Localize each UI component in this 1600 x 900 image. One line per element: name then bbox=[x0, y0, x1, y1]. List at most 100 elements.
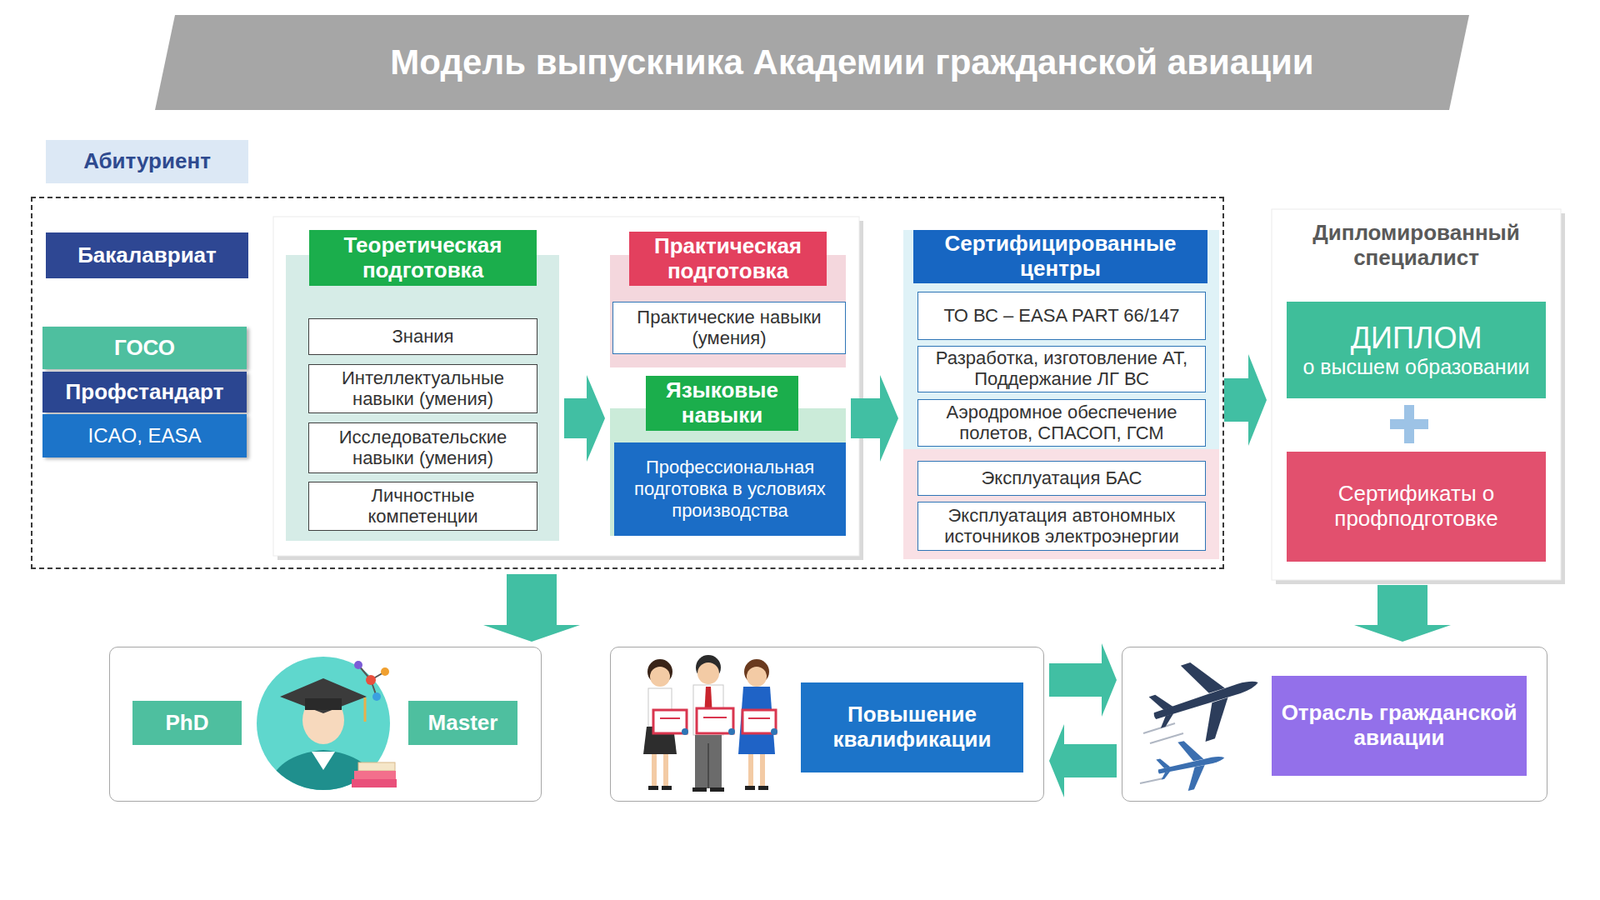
industry-panel: Отрасль гражданской авиации bbox=[1121, 646, 1548, 802]
heading-label: Абитуриент bbox=[45, 140, 249, 184]
box-label: Аэродромное обеспечение полетов, СПАСОП,… bbox=[923, 402, 1200, 444]
graduate-cap bbox=[280, 678, 367, 714]
center-box: Эксплуатация автономных источников элект… bbox=[917, 501, 1206, 551]
title-text: Модель выпускника Академии гражданской а… bbox=[155, 15, 1470, 110]
heading-label: Дипломированный специалист bbox=[1271, 218, 1561, 274]
graduate-cap-band bbox=[305, 698, 342, 710]
skill-box: Интеллектуальные навыки (умения) bbox=[308, 364, 538, 414]
airplane-tail bbox=[1149, 690, 1174, 713]
block-arrow bbox=[1049, 643, 1117, 717]
block-arrow bbox=[564, 375, 605, 462]
training-panel: Теоретическая подготовкаЗнанияИнтеллекту… bbox=[285, 255, 560, 541]
airplane-wing bbox=[1177, 737, 1204, 764]
box-label: Разработка, изготовление АТ, Поддержание… bbox=[923, 348, 1200, 390]
box-label: Профстандарт bbox=[65, 380, 225, 405]
person-trousers bbox=[695, 735, 722, 789]
box-label: Практические навыки (умения) bbox=[618, 307, 840, 349]
skill-box: Профессиональная подготовка в условиях п… bbox=[614, 442, 846, 536]
center-box: Эксплуатация БАС bbox=[917, 460, 1206, 496]
certificate-seal bbox=[681, 728, 689, 735]
heading-label: Теоретическая подготовка bbox=[309, 230, 537, 286]
heading-label: Master bbox=[408, 700, 518, 745]
box-label: Сертификаты о профподготовке bbox=[1291, 481, 1541, 532]
person-dress bbox=[738, 686, 775, 755]
heading-label: Языковые навыки bbox=[645, 375, 799, 431]
diploma-panel-ground bbox=[1271, 209, 1561, 580]
box-label: ГОСО bbox=[114, 335, 175, 361]
box-label: Эксплуатация БАС bbox=[981, 468, 1143, 490]
degree-panel: PhD Master bbox=[109, 646, 542, 802]
training-panel bbox=[273, 216, 860, 556]
speed-line bbox=[1150, 733, 1184, 744]
airplanes-illustration bbox=[1140, 644, 1271, 796]
title-band bbox=[155, 15, 1470, 110]
heading-label: PhD bbox=[132, 700, 242, 745]
heading-label: Практическая подготовка bbox=[629, 231, 827, 286]
training-panel: Повышение квалификации bbox=[610, 646, 1045, 802]
box-label: Профессиональная подготовка в условиях п… bbox=[619, 456, 841, 522]
speed-line bbox=[1143, 723, 1175, 734]
certificate-line bbox=[748, 717, 770, 720]
center-box: ТО ВС – EASA PART 66/147 bbox=[917, 291, 1206, 340]
certificate-box: Сертификаты о профподготовке bbox=[1286, 451, 1546, 562]
book bbox=[354, 770, 396, 780]
certificate-line bbox=[703, 716, 727, 719]
graduate-face bbox=[302, 695, 345, 745]
airplane-tail bbox=[1155, 756, 1170, 770]
training-panel: Языковые навыкиПрофессиональная подготов… bbox=[610, 408, 846, 536]
trouser-seam bbox=[707, 743, 710, 789]
person-shoe bbox=[710, 787, 725, 792]
person-shoe bbox=[758, 785, 769, 790]
person-shoe bbox=[692, 787, 707, 792]
skill-box: Исследовательские навыки (умения) bbox=[308, 422, 538, 474]
airplane-wing bbox=[1180, 655, 1225, 700]
airplane bbox=[1141, 644, 1270, 755]
box-label: Личностные компетенции bbox=[314, 485, 532, 527]
box-label: Эксплуатация автономных источников элект… bbox=[923, 505, 1200, 547]
block-arrow bbox=[850, 375, 899, 462]
airplane-tail bbox=[1157, 713, 1177, 729]
box-label: ICAO, EASA bbox=[87, 424, 201, 448]
certificate-seal bbox=[728, 728, 735, 735]
airplane-wing bbox=[1195, 697, 1240, 742]
box-label: Бакалавриат bbox=[77, 243, 217, 269]
box-label: ТО ВС – EASA PART 66/147 bbox=[943, 305, 1180, 327]
applicant-region: АбитуриентБакалавриатГОСОПрофстандартICA… bbox=[30, 196, 1225, 570]
certificate bbox=[696, 708, 734, 734]
person-leg bbox=[651, 754, 657, 788]
block-arrow bbox=[1354, 585, 1451, 642]
molecule-atom bbox=[372, 692, 381, 701]
certificate bbox=[653, 710, 687, 734]
molecule-atom bbox=[380, 667, 390, 676]
certificate-line bbox=[660, 717, 680, 720]
heading-label: Отрасль гражданской авиации bbox=[1271, 675, 1527, 776]
person-leg bbox=[760, 754, 765, 788]
person-face bbox=[650, 666, 670, 687]
airplane-wing bbox=[1183, 765, 1210, 791]
skill-box: Знания bbox=[308, 318, 538, 355]
airplane bbox=[1153, 733, 1230, 796]
person-face bbox=[697, 662, 720, 685]
skill-box: Практические навыки (умения) bbox=[612, 301, 846, 355]
heading-label: Повышение квалификации bbox=[800, 682, 1024, 773]
standard-box: ICAO, EASA bbox=[42, 414, 247, 458]
block-arrow bbox=[1049, 724, 1117, 798]
skill-box: Личностные компетенции bbox=[308, 481, 538, 531]
plus-symbol bbox=[1390, 419, 1429, 430]
people-illustration bbox=[643, 655, 778, 792]
center-box: Аэродромное обеспечение полетов, СПАСОП,… bbox=[917, 399, 1206, 447]
certificate bbox=[742, 710, 776, 734]
graduate-icon bbox=[256, 656, 397, 802]
box-label: Знания bbox=[391, 326, 454, 348]
box-label: Исследовательские навыки (умения) bbox=[314, 427, 532, 469]
centers-panel: Сертифицированные центрыТО ВС – EASA PAR… bbox=[903, 230, 1220, 560]
person-face bbox=[746, 666, 767, 687]
training-panel: Практическая подготовкаПрактические навы… bbox=[610, 255, 846, 368]
certificate-seal bbox=[770, 728, 778, 735]
diploma-box: ДИПЛОМо высшем образовании bbox=[1286, 301, 1546, 399]
block-arrow bbox=[483, 574, 580, 642]
book bbox=[351, 779, 397, 788]
standard-box: Профстандарт bbox=[42, 371, 247, 413]
person-leg bbox=[748, 754, 754, 788]
